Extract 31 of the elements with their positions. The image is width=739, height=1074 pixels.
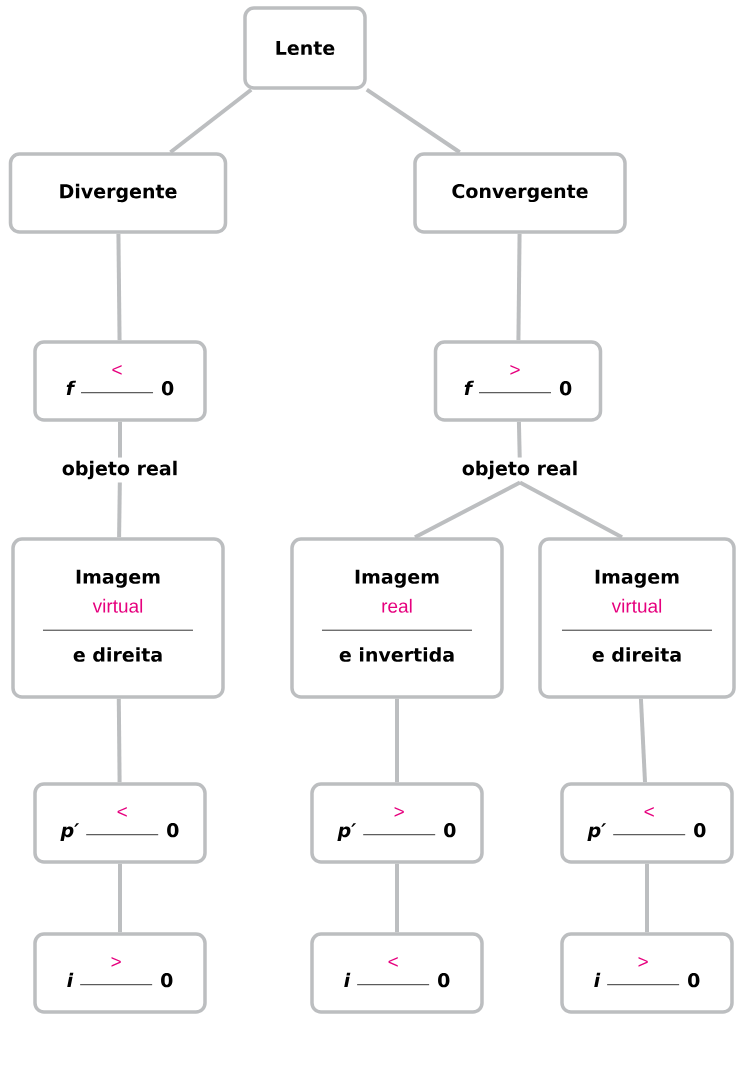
fill-in-box: p′ > 0 xyxy=(310,782,484,864)
connector-line xyxy=(116,233,122,341)
process-box: Lente xyxy=(243,6,367,90)
fill-in-box: Imagem virtual e direita xyxy=(538,537,736,699)
process-box: Convergente xyxy=(413,152,627,234)
connector-line xyxy=(516,421,522,458)
fill-in-box: i > 0 xyxy=(560,932,734,1014)
fill-in-box: i > 0 xyxy=(33,932,207,1014)
fill-in-box: f > 0 xyxy=(433,340,603,422)
text-label: objeto real xyxy=(458,457,582,483)
connector-line xyxy=(638,698,647,783)
fill-in-box: f < 0 xyxy=(33,340,207,422)
connector-line xyxy=(117,482,122,538)
fill-in-box: Imagem real e invertida xyxy=(290,537,504,699)
connector-line xyxy=(395,863,399,933)
connector-line xyxy=(116,698,122,783)
connector-line xyxy=(169,88,253,154)
connector-line xyxy=(414,480,521,540)
connector-line xyxy=(118,421,122,458)
connector-line xyxy=(519,480,623,539)
text-label: objeto real xyxy=(58,457,182,483)
fill-in-box: p′ < 0 xyxy=(33,782,207,864)
connector-line xyxy=(395,698,399,783)
fill-in-box: i < 0 xyxy=(310,932,484,1014)
fill-in-box: p′ < 0 xyxy=(560,782,734,864)
connector-line xyxy=(365,87,461,154)
connector-line xyxy=(118,863,122,933)
connector-line xyxy=(645,863,649,933)
connector-line xyxy=(516,233,522,341)
fill-in-box: Imagem virtual e direita xyxy=(11,537,225,699)
process-box: Divergente xyxy=(8,152,228,234)
